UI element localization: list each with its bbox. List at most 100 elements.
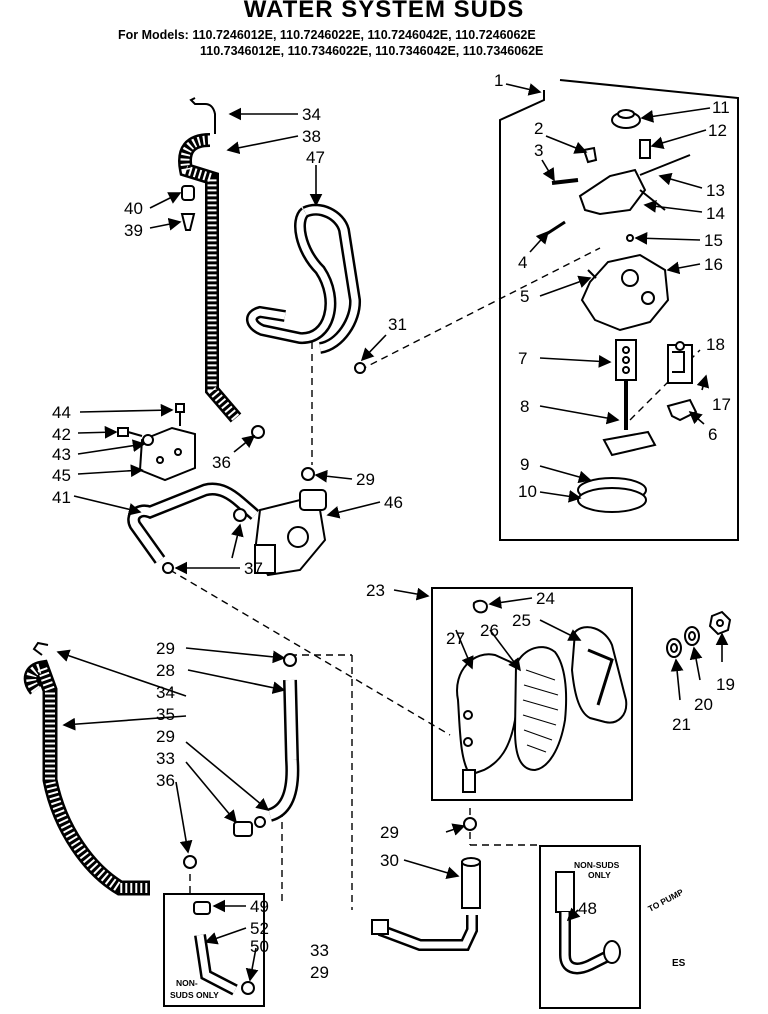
ring-10 <box>577 487 647 513</box>
label-47: 47 <box>306 148 325 167</box>
label-29-upper: 29 <box>356 470 375 489</box>
clamp-37a <box>233 508 247 522</box>
label-36-lower: 36 <box>156 771 175 790</box>
agitator-valve-group <box>499 79 739 541</box>
label-24: 24 <box>536 589 555 608</box>
label-29-b: 29 <box>156 639 175 658</box>
label-27: 27 <box>446 629 465 648</box>
label-28: 28 <box>156 661 175 680</box>
models-list-1: 110.7246012E, 110.7246022E, 110.7246042E… <box>192 28 536 42</box>
non-suds-box-left <box>163 893 265 1007</box>
clamp-36-lower <box>183 855 197 869</box>
filter-screen-26 <box>513 646 568 772</box>
label-45: 45 <box>52 466 71 485</box>
note-to-pump: TO PUMP <box>646 887 685 914</box>
clamp-29-upper <box>301 467 315 481</box>
clamp-40 <box>181 185 195 201</box>
label-29-c: 29 <box>156 727 175 746</box>
label-31: 31 <box>388 315 407 334</box>
label-40: 40 <box>124 199 143 218</box>
note-non-suds-right-2: ONLY <box>588 870 611 880</box>
non-suds-hose-48 <box>555 871 621 975</box>
washer-20 <box>684 626 700 646</box>
label-16: 16 <box>704 255 723 274</box>
clamp-lower-connector <box>371 919 389 935</box>
screw-42 <box>117 427 143 437</box>
label-44: 44 <box>52 403 71 422</box>
clamp-36-upper <box>251 425 265 439</box>
label-52: 52 <box>250 919 269 938</box>
label-34-lower: 34 <box>156 683 175 702</box>
label-42: 42 <box>52 425 71 444</box>
clamp-29-lower <box>463 817 477 831</box>
drain-hose-35 <box>23 641 150 896</box>
label-8: 8 <box>520 397 529 416</box>
label-3: 3 <box>534 141 543 160</box>
models-label: For Models: <box>118 28 189 42</box>
note-non-suds-right-1: NON-SUDS <box>574 860 620 870</box>
label-4: 4 <box>518 253 527 272</box>
mixing-valve-46 <box>253 489 327 577</box>
label-33: 33 <box>156 749 175 768</box>
label-33-lower: 33 <box>310 941 329 960</box>
nut-19 <box>708 610 732 636</box>
label-17: 17 <box>712 395 731 414</box>
label-29-e: 29 <box>310 963 329 982</box>
clamp-37b <box>162 562 174 574</box>
label-15: 15 <box>704 231 723 250</box>
clamp-31 <box>354 362 366 374</box>
label-48: 48 <box>578 899 597 918</box>
label-20: 20 <box>694 695 713 714</box>
clip-24 <box>472 599 488 614</box>
models-list-2: 110.7346012E, 110.7346022E, 110.7346042E… <box>200 44 544 58</box>
dash-37-to-27 <box>169 569 451 736</box>
models-line-2: 110.7346012E, 110.7346022E, 110.7346042E… <box>200 44 543 58</box>
label-41: 41 <box>52 488 71 507</box>
label-19: 19 <box>716 675 735 694</box>
clamp-29-hose28 <box>283 653 297 667</box>
fill-hose-coil-38 <box>178 97 242 423</box>
hub-8 <box>602 430 657 457</box>
washer-43 <box>142 434 154 446</box>
note-non-suds-left-2: SUDS ONLY <box>170 990 219 1000</box>
diagram-title: WATER SYSTEM SUDS <box>243 0 525 23</box>
label-7: 7 <box>518 349 527 368</box>
label-25: 25 <box>512 611 531 630</box>
screw-44 <box>175 403 185 426</box>
label-36-upper: 36 <box>212 453 231 472</box>
lower-drain-hose <box>371 915 478 951</box>
leader-arrows <box>56 83 729 982</box>
washer-21 <box>666 638 682 658</box>
connector-lines <box>169 247 701 910</box>
label-13: 13 <box>706 181 725 200</box>
models-line-1: For Models: 110.7246012E, 110.7246022E, … <box>118 28 536 42</box>
filter-group-box <box>431 587 633 801</box>
label-49: 49 <box>250 897 269 916</box>
label-11: 11 <box>712 98 730 117</box>
label-14: 14 <box>706 204 725 223</box>
clip-6 <box>666 398 698 422</box>
non-suds-box-right <box>539 845 641 1009</box>
note-non-suds-left-1: NON- <box>176 978 198 988</box>
clip-5 <box>587 269 597 279</box>
part-number-labels: 34 38 47 40 39 31 44 42 43 45 36 41 29 4… <box>52 71 735 982</box>
note-page-code: ES <box>672 958 686 969</box>
label-37: 37 <box>244 559 263 578</box>
label-6: 6 <box>708 425 717 444</box>
clamp-49 <box>193 901 211 915</box>
hose-28 <box>267 679 300 822</box>
filter-outlet <box>462 769 476 793</box>
notes: NON- SUDS ONLY NON-SUDS ONLY TO PUMP ES <box>170 860 686 1000</box>
hose-47 <box>246 203 361 354</box>
label-26: 26 <box>480 621 499 640</box>
hose-30 <box>461 857 481 909</box>
label-30: 30 <box>380 851 399 870</box>
screw-18 <box>675 341 685 351</box>
rod-3 <box>551 178 579 185</box>
label-2: 2 <box>534 119 543 138</box>
spring-12 <box>639 139 651 159</box>
filter-parts <box>456 599 628 793</box>
clamp-50 <box>241 981 255 995</box>
clamp-39 <box>180 213 196 231</box>
